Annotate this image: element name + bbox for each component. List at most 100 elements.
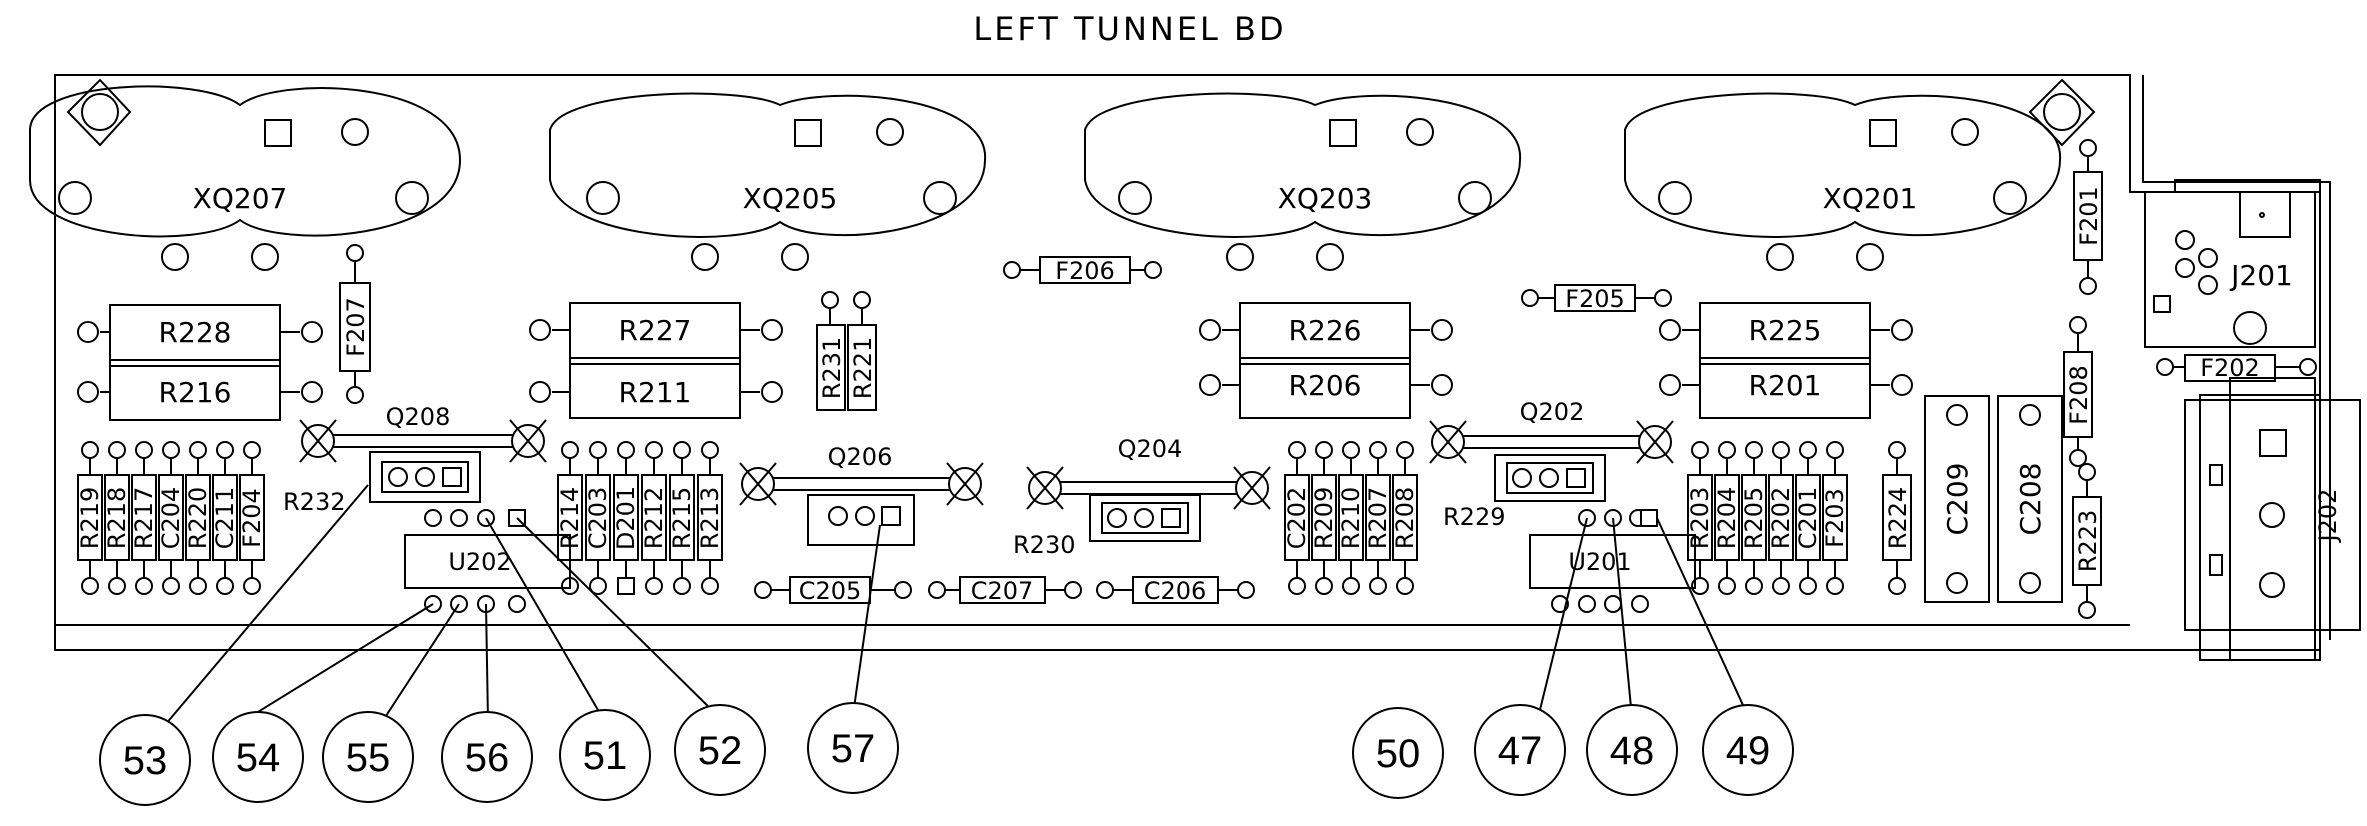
component-label: F203 [1821,488,1849,548]
component-label: R205 [1740,487,1768,549]
component-label: R209 [1310,487,1338,549]
ic-u201: U201 [1529,509,1696,613]
callout-54: 54 [212,711,304,803]
callout-number: 54 [236,736,281,780]
socket-label: XQ201 [1823,182,1918,215]
fuse-label: F205 [1565,285,1625,313]
callout-number: 52 [698,729,743,773]
board-outline [54,74,2321,651]
callout-number: 51 [583,734,628,778]
callout-48: 48 [1586,704,1678,796]
resistor-pair-left: R228 R216 [77,304,323,421]
resistor-label: R223 [2074,510,2102,572]
transistor-label: Q204 [1118,435,1183,463]
component-label: R217 [130,487,158,549]
board-edge-right [2142,75,2331,640]
component-label: R220 [184,487,212,549]
component-label: D201 [612,486,640,550]
component-label: R208 [1391,487,1419,549]
transistor-q206: Q206 [739,443,984,546]
callout-number: 53 [123,739,168,783]
small-component-f204: F204 [238,441,266,595]
resistor-label: R228 [159,316,232,349]
transistor-label: Q202 [1520,398,1585,426]
callout-49: 49 [1702,704,1794,796]
resistor-pair-left-center: R227 R211 [529,302,783,419]
component-label: R212 [640,487,668,549]
small-component-r220: R220 [184,441,212,595]
component-label: R202 [1767,487,1795,549]
small-component-r205: R205 [1740,441,1768,595]
fuse-f206: F206 [1003,256,1162,285]
small-component-c203: C203 [584,441,612,595]
capacitor-c206: C206 [1096,576,1255,605]
callout-number: 47 [1498,729,1543,773]
component-label: R213 [696,487,724,549]
resistor-label: R226 [1289,314,1362,347]
capacitor-c207: C207 [928,576,1082,605]
resistor-label-r230: R230 [1013,531,1075,559]
transistor-q208: Q208 [299,403,547,503]
diagram-title: LEFT TUNNEL BD [973,10,1286,48]
fuse-label: F201 [2075,186,2103,246]
callout-number: 57 [831,727,876,771]
component-label: R204 [1713,487,1741,549]
capacitor-c209: C209 [1924,395,1990,603]
resistor-pair-right-center: R226 R206 [1199,302,1453,419]
component-label: R210 [1337,487,1365,549]
capacitor-label: C209 [1941,463,1974,536]
small-component-d201: D201 [612,441,640,595]
small-component-c202: C202 [1283,441,1311,595]
small-component-r212: R212 [640,441,668,595]
resistor-r231-r221: R231 R221 [816,291,877,411]
ic-u202: U202 [404,509,571,613]
component-label: R203 [1686,487,1714,549]
resistor-label: R224 [1884,487,1912,549]
small-component-r203: R203 [1686,441,1714,595]
socket-label: XQ205 [743,182,838,215]
fuse-f205: F205 [1521,284,1672,313]
small-component-r207: R207 [1364,441,1392,595]
component-label: R218 [103,487,131,549]
callout-56: 56 [441,711,533,803]
callout-number: 55 [346,736,391,780]
resistor-label: R201 [1749,369,1822,402]
transistor-label: Q208 [386,403,451,431]
callout-53: 53 [99,714,191,806]
callout-52: 52 [674,704,766,796]
transistor-q202: Q202 [1429,398,1674,502]
socket-xq205: XQ205 [549,92,987,271]
socket-xq207: XQ207 [29,85,462,271]
callout-number: 56 [465,736,510,780]
callout-55: 55 [322,711,414,803]
resistor-pair-right: R225 R201 [1659,302,1913,419]
resistor-label: R227 [619,314,692,347]
component-label: C211 [211,487,239,550]
fuse-f207: F207 [339,244,371,404]
fuse-label: F208 [2065,365,2093,425]
callout-number: 49 [1726,729,1771,773]
capacitor-c208: C208 [1997,395,2063,603]
resistor-label: R231 [818,337,846,399]
resistor-label: R225 [1749,314,1822,347]
callout-leaders [164,484,1749,726]
connector-j201: J201 [2144,179,2321,348]
ic-label: U202 [448,548,511,576]
fuse-f208: F208 [2063,316,2093,467]
small-component-r204: R204 [1713,441,1741,595]
small-component-r217: R217 [130,441,158,595]
callout-57: 57 [807,702,899,794]
resistor-r223: R223 [2072,463,2102,619]
resistor-label-r232: R232 [283,488,345,516]
small-component-r215: R215 [668,441,696,595]
component-label: F204 [238,488,266,548]
socket-label: XQ203 [1278,182,1373,215]
small-component-r218: R218 [103,441,131,595]
small-component-r219: R219 [76,441,104,595]
callout-number: 48 [1610,729,1655,773]
small-component-c204: C204 [157,441,185,595]
